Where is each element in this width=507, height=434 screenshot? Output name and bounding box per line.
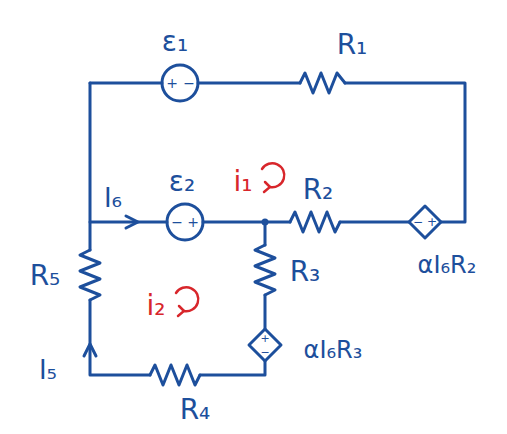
wire (89, 83, 92, 250)
loop-arrow-head (264, 182, 270, 192)
source-name: ε₁ (162, 28, 188, 56)
wire (200, 361, 265, 375)
resistor-name: R₃ (290, 258, 321, 286)
source-name: ε₂ (169, 168, 195, 196)
loop-current: i₁ (233, 168, 252, 196)
wire (264, 295, 267, 329)
wire (340, 221, 409, 224)
resistor-name: R₄ (180, 396, 211, 424)
resistor-symbol (300, 73, 345, 93)
polarity-sign: + (187, 215, 199, 229)
current-name: I₅ (39, 357, 57, 383)
resistor-name: R₂ (303, 176, 334, 204)
loop-arrow-head (178, 306, 184, 316)
current-arrow (84, 344, 96, 356)
polarity-sign: + (427, 216, 437, 228)
polarity-sign: − (171, 215, 183, 229)
resistor-symbol (290, 212, 340, 232)
polarity-sign: − (260, 347, 269, 358)
polarity-sign: − (183, 76, 195, 90)
resistor-symbol (255, 245, 275, 295)
loop-current: i₂ (146, 292, 165, 320)
wire (198, 82, 300, 85)
voltage-source-symbol (162, 65, 198, 101)
resistor-symbol (150, 365, 200, 385)
current-name: I₆ (104, 185, 122, 211)
resistor-name: R₅ (30, 262, 61, 290)
polarity-sign: + (166, 76, 178, 90)
wire (90, 300, 150, 375)
wire (90, 82, 162, 85)
resistor-name: R₁ (337, 31, 368, 59)
current-arrow (126, 216, 138, 228)
wire (203, 221, 290, 224)
polarity-sign: − (413, 216, 423, 228)
wire (345, 83, 465, 222)
dependent-source-symbol (249, 329, 281, 361)
dependent-source-value: αI₆R₃ (304, 338, 363, 362)
dependent-source-value: αI₆R₂ (418, 253, 477, 277)
wire (90, 221, 167, 224)
resistor-symbol (80, 250, 100, 300)
polarity-sign: + (260, 333, 269, 344)
junction-dot (262, 219, 269, 226)
dependent-source-symbol (409, 206, 441, 238)
voltage-source-symbol (167, 204, 203, 240)
